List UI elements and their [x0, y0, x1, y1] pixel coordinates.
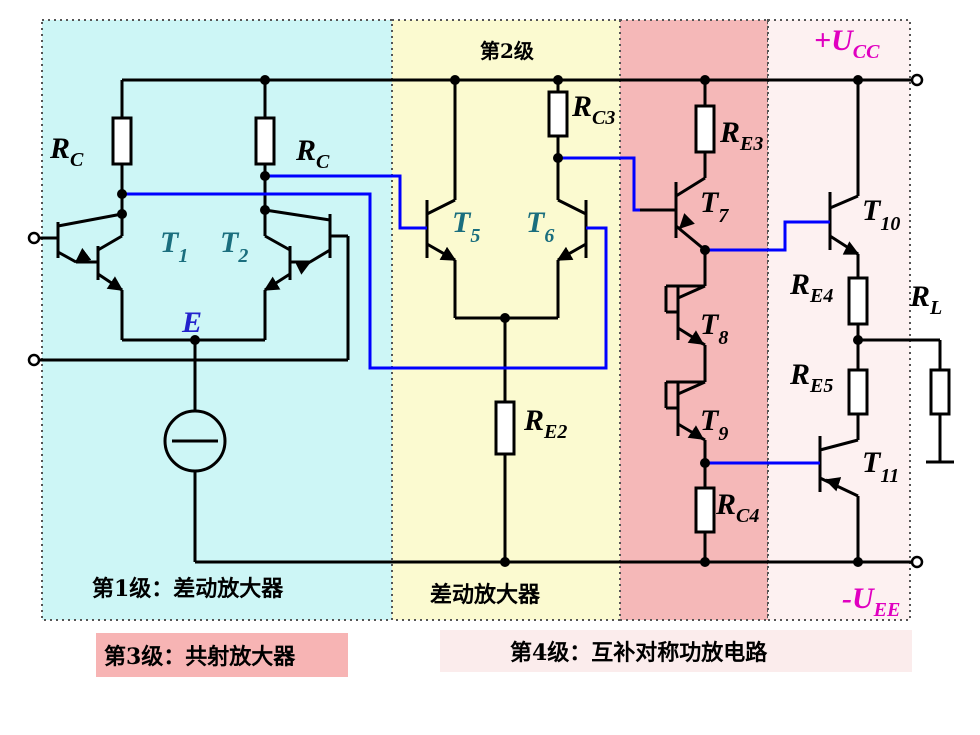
interstage-links: [122, 156, 830, 465]
stage3-caption: 第3级：共射放大器: [104, 644, 296, 670]
vcc-terminal: [910, 73, 924, 87]
re4-resistor: [847, 276, 869, 326]
input-terminal-1: [27, 231, 41, 245]
t5-label: T5: [452, 206, 480, 247]
re2-resistor: [494, 400, 516, 456]
vee-terminal: [910, 555, 924, 569]
t8-label: T8: [700, 308, 728, 349]
t6-label: T6: [526, 206, 554, 247]
stage3-caption-box: [96, 633, 348, 677]
re5-resistor: [847, 368, 869, 416]
re2-label: RE2: [523, 404, 567, 443]
re5-label: RE5: [789, 358, 833, 397]
t10-label: T10: [862, 194, 900, 235]
rl-resistor: [929, 368, 951, 416]
stage2-caption: 差动放大器: [430, 582, 541, 608]
re3-label: RE3: [719, 116, 763, 155]
rc-left-resistor: [111, 116, 133, 166]
rc3-resistor: [547, 90, 569, 138]
t9-label: T9: [700, 404, 728, 445]
rl-label: RL: [909, 280, 942, 319]
rc-right-label: RC: [295, 134, 330, 173]
vcc-label: +UCC: [814, 24, 880, 63]
rc-right-resistor: [254, 116, 276, 166]
vee-label: -UEE: [842, 582, 900, 621]
rc4-label: RC4: [715, 488, 759, 527]
stage3-region: [619, 19, 769, 621]
input-terminal-2: [27, 353, 41, 367]
node-e-label: E: [181, 306, 202, 339]
t11-label: T11: [862, 446, 899, 487]
stage2-title: 第2级: [480, 39, 534, 63]
stage4-caption: 第4级：互补对称功放电路: [510, 640, 768, 666]
rc-left-label: RC: [49, 132, 84, 171]
t7-label: T7: [700, 186, 729, 227]
stage1-region: [41, 19, 393, 621]
t2-label: T2: [220, 226, 248, 267]
stage4-caption-box: [440, 630, 912, 672]
rc4-resistor: [694, 486, 716, 534]
t1-label: T1: [160, 226, 188, 267]
re4-label: RE4: [789, 268, 833, 307]
stage4-region: [767, 19, 911, 621]
re3-resistor: [694, 104, 716, 154]
stage1-caption: 第1级：差动放大器: [92, 576, 284, 602]
rc3-label: RC3: [571, 90, 615, 129]
